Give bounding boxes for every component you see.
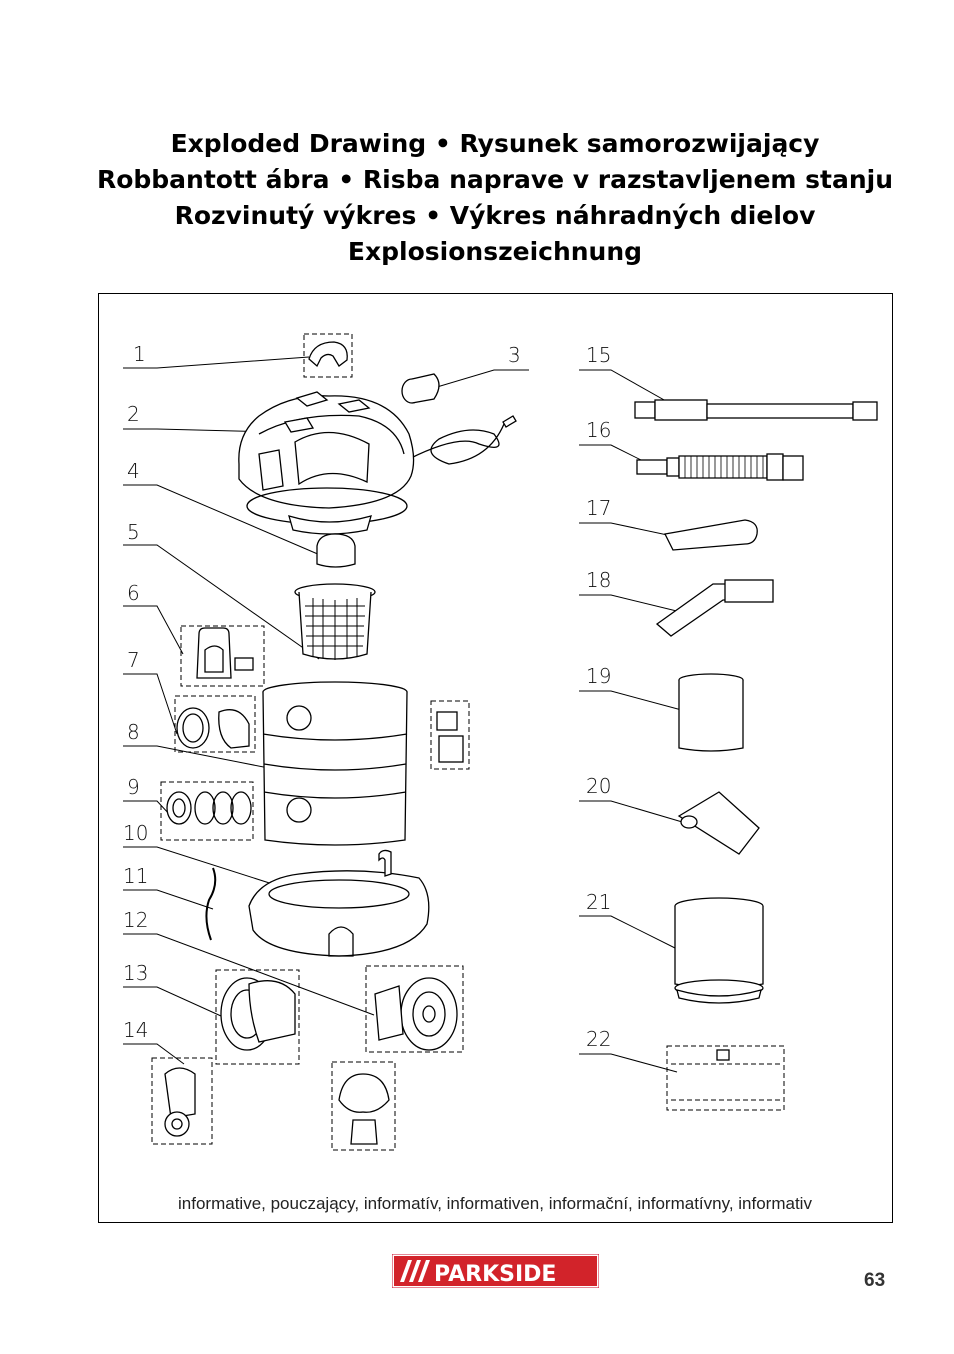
part-number-12: 12 [123, 908, 148, 932]
title-line-2: Robbantott ábra • Risba naprave v razsta… [96, 165, 894, 194]
part-number-21: 21 [586, 890, 611, 914]
part-number-10: 10 [123, 821, 148, 845]
title-line-1: Exploded Drawing • Rysunek samorozwijają… [170, 129, 820, 158]
part-number-14: 14 [123, 1018, 148, 1042]
exploded-drawing: 1 2 3 4 5 6 7 8 9 10 11 12 13 14 15 16 1… [123, 333, 878, 1151]
page-title: Exploded Drawing • Rysunek samorozwijają… [0, 126, 954, 270]
part-number-17: 17 [586, 496, 611, 520]
part-number-11: 11 [123, 864, 148, 888]
part-number-22: 22 [586, 1027, 611, 1051]
part-number-1: 1 [133, 342, 146, 366]
part-number-18: 18 [586, 568, 611, 592]
part-number-2: 2 [127, 402, 140, 426]
part-number-6: 6 [127, 581, 140, 605]
parkside-logo: PARKSIDE [392, 1254, 599, 1288]
part-number-15: 15 [586, 343, 611, 367]
title-line-4: Explosionszeichnung [347, 237, 643, 266]
part-number-labels: 1 2 3 4 5 6 7 8 9 10 11 12 13 14 15 16 1… [123, 342, 611, 1051]
part-number-9: 9 [127, 775, 140, 799]
part-number-4: 4 [127, 459, 140, 483]
part-number-19: 19 [586, 664, 611, 688]
part-number-13: 13 [123, 961, 148, 985]
part-number-20: 20 [586, 774, 611, 798]
caption: informative, pouczający, informatív, inf… [178, 1194, 812, 1213]
handle-part [308, 341, 348, 368]
part-number-5: 5 [127, 520, 140, 544]
part-number-8: 8 [127, 720, 140, 744]
title-line-3: Rozvinutý výkres • Výkres náhradných die… [174, 201, 816, 230]
part-number-7: 7 [127, 648, 140, 672]
exploded-drawing-frame: 1 2 3 4 5 6 7 8 9 10 11 12 13 14 15 16 1… [98, 293, 893, 1223]
part-number-16: 16 [586, 418, 611, 442]
part-number-3: 3 [508, 343, 521, 367]
page-number: 63 [864, 1270, 886, 1291]
brand-name: PARKSIDE [434, 1262, 556, 1287]
